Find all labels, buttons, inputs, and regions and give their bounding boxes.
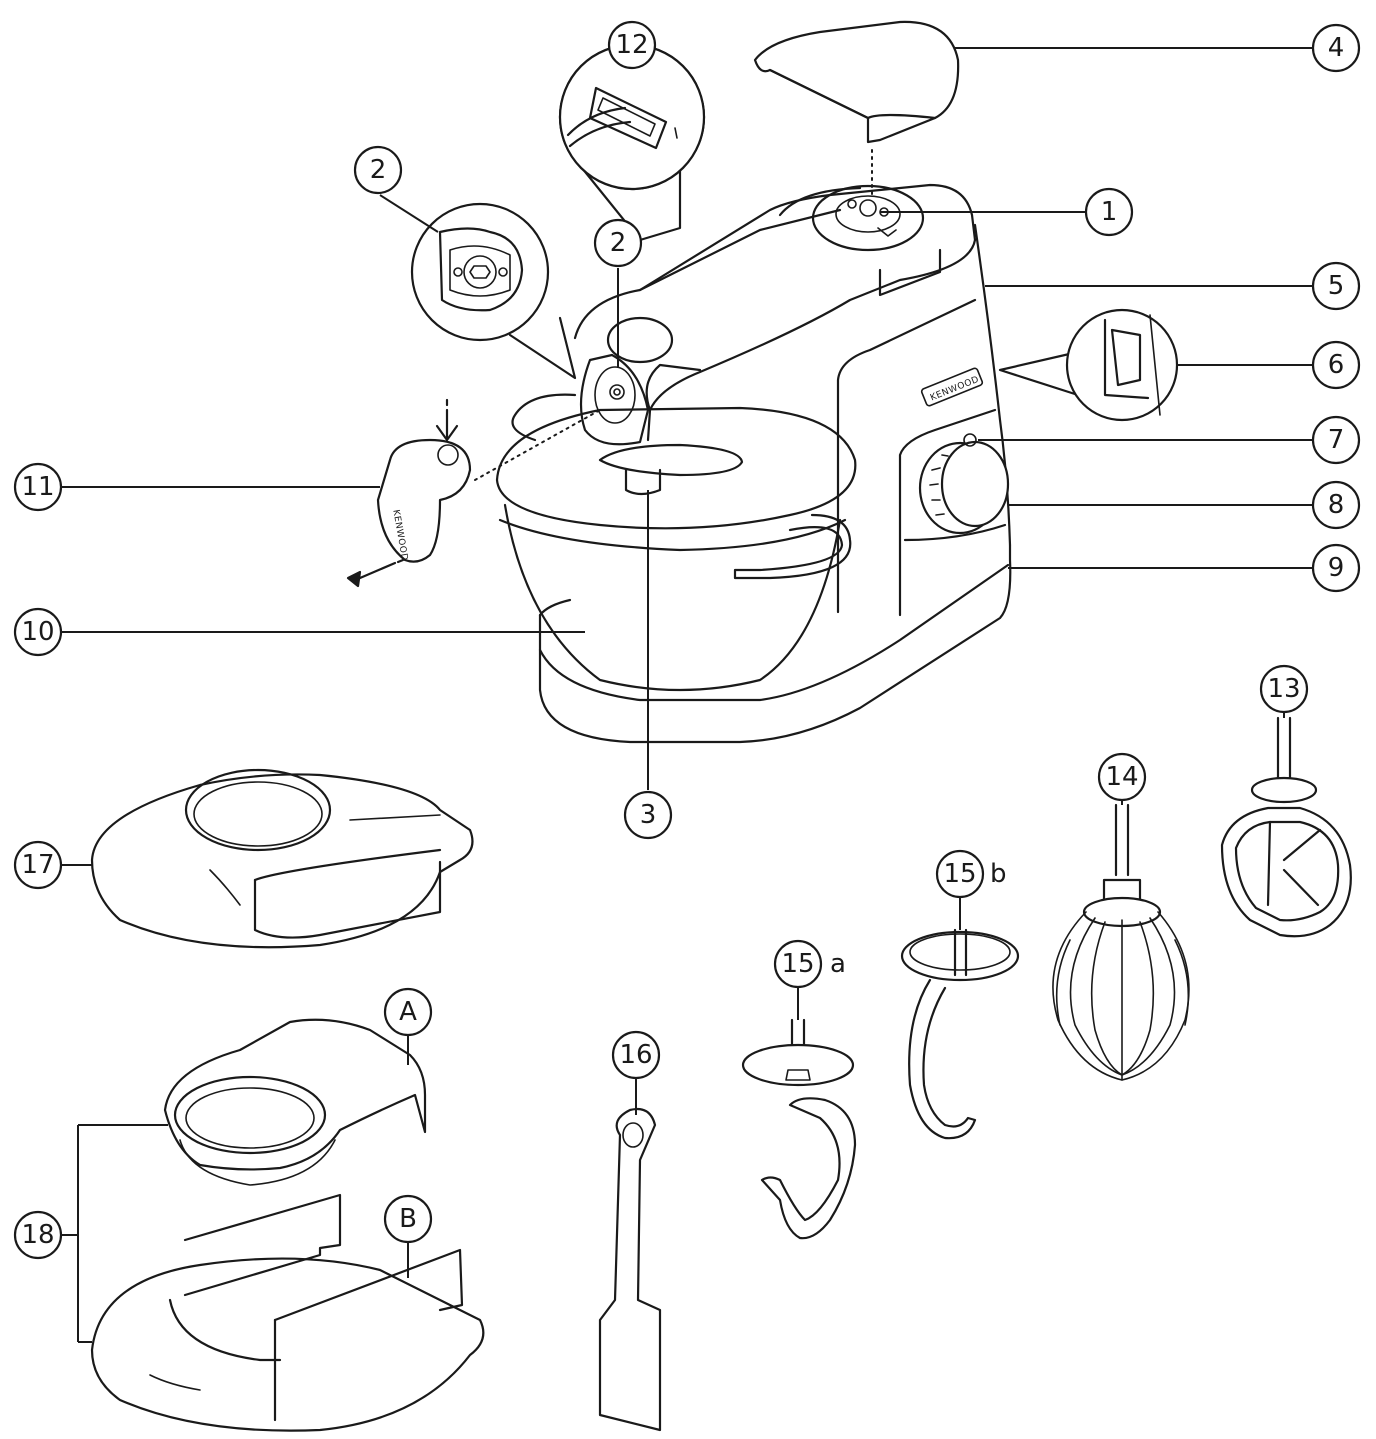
callout-14: 14 [1097, 752, 1147, 802]
callout-15b-suffix: b [990, 859, 1007, 889]
callout-4-label: 4 [1328, 33, 1345, 63]
callout-B-label: B [399, 1204, 417, 1234]
mixer-column: KENWOOD [836, 223, 1012, 617]
dough-hook-a [741, 1018, 857, 1240]
callout-2: 2 [593, 218, 643, 268]
callout-12: 12 [607, 20, 657, 70]
callout-7-label: 7 [1328, 425, 1345, 455]
bowl [498, 503, 852, 692]
callout-8-label: 8 [1328, 490, 1345, 520]
outlet-cover-socket [811, 184, 925, 252]
dough-hook-b [900, 928, 1020, 1140]
callout-15a-label: 15 [781, 949, 814, 979]
callout-6-label: 6 [1328, 350, 1345, 380]
callout-8: 8 [1311, 480, 1361, 530]
callout-16: 16 [611, 1030, 661, 1080]
callout-7: 7 [1311, 415, 1361, 465]
callout-10-label: 10 [21, 617, 54, 647]
leader-2-detail [379, 194, 439, 233]
detail-bubble-drive [410, 202, 577, 380]
callout-10: 10 [13, 607, 63, 657]
k-beater [1220, 716, 1352, 938]
callout-18: 18 [13, 1210, 63, 1260]
callout-11-label: 11 [21, 472, 54, 502]
callout-3: 3 [623, 790, 673, 840]
detail-bubble-lever [998, 308, 1179, 422]
callout-16-label: 16 [619, 1040, 652, 1070]
callout-5: 5 [1311, 261, 1361, 311]
callout-4: 4 [1311, 23, 1361, 73]
callout-15b: 15 b [935, 849, 1007, 899]
pouring-chute [163, 1018, 427, 1186]
callout-2-detail: 2 [353, 145, 403, 195]
callout-15a: 15 a [773, 939, 846, 989]
callout-A-label: A [399, 997, 417, 1027]
outlet-cover-part [753, 20, 960, 144]
detail-bubble-socket [558, 43, 706, 242]
leader-18 [62, 1124, 168, 1343]
callout-17: 17 [13, 840, 63, 890]
callout-14-label: 14 [1105, 762, 1138, 792]
callout-A: A [383, 987, 433, 1037]
callout-9: 9 [1311, 543, 1361, 593]
speed-dial [918, 440, 1010, 535]
callout-B: B [383, 1194, 433, 1244]
callout-6: 6 [1311, 340, 1361, 390]
callout-2-detail-label: 2 [370, 155, 387, 185]
callout-13-label: 13 [1267, 674, 1300, 704]
callout-1: 1 [1084, 187, 1134, 237]
splashguard [90, 768, 474, 949]
callout-5-label: 5 [1328, 271, 1345, 301]
speed-marker [963, 433, 977, 447]
spatula [598, 1107, 662, 1432]
callout-18-label: 18 [21, 1220, 54, 1250]
callout-17-label: 17 [21, 850, 54, 880]
callout-1-label: 1 [1101, 197, 1118, 227]
callout-11: 11 [13, 462, 63, 512]
callout-9-label: 9 [1328, 553, 1345, 583]
mixer-head [573, 183, 977, 442]
splashguard-base [90, 1193, 485, 1432]
callout-12-label: 12 [615, 30, 648, 60]
balloon-whisk [1052, 803, 1190, 1081]
bowl-lid-rim [495, 393, 857, 530]
callout-2-label: 2 [610, 228, 627, 258]
callout-3-label: 3 [640, 800, 657, 830]
callout-13: 13 [1259, 664, 1309, 714]
front-attachment-outlet [579, 353, 650, 446]
callout-15b-label: 15 [943, 859, 976, 889]
guide-line-tool [474, 409, 601, 481]
mixer-base [538, 543, 1012, 744]
callout-15a-suffix: a [830, 949, 846, 979]
tool-removal-handle: KENWOOD [346, 398, 472, 588]
